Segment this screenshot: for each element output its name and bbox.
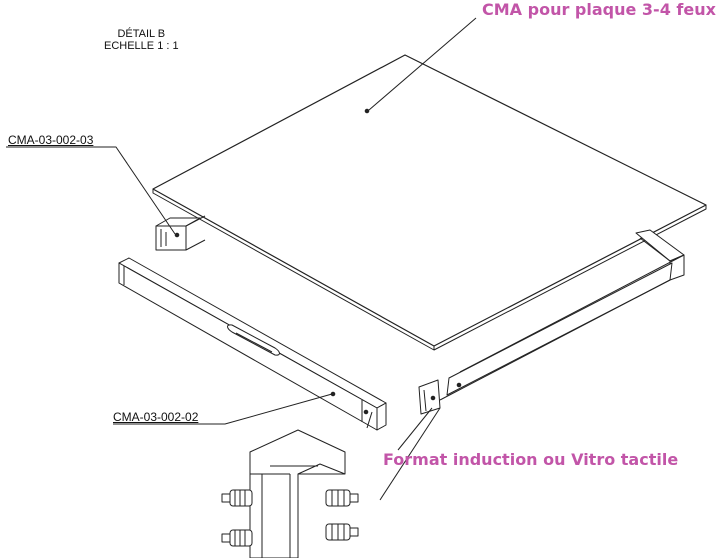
annotation-title: CMA pour plaque 3-4 feux xyxy=(482,0,716,19)
part-ref-top: CMA-03-002-03 xyxy=(8,133,94,147)
rail-back-left xyxy=(155,215,206,251)
connector-top-left xyxy=(221,489,253,507)
leader-lines xyxy=(6,17,477,425)
annotation-format: Format induction ou Vitro tactile xyxy=(383,450,679,469)
connector-top-right xyxy=(325,489,359,507)
corner-detail xyxy=(221,429,359,558)
detail-title: DÉTAIL B xyxy=(117,28,166,40)
connector-bottom-right xyxy=(325,523,359,541)
rail-right xyxy=(379,229,685,501)
part-ref-bottom: CMA-03-002-02 xyxy=(113,410,199,424)
detail-label: DÉTAIL B ECHELLE 1 : 1 xyxy=(104,28,179,52)
connector-bottom-left xyxy=(221,529,253,547)
rail-front xyxy=(118,257,387,431)
detail-scale: ECHELLE 1 : 1 xyxy=(104,40,179,52)
glass-plate xyxy=(152,54,707,351)
